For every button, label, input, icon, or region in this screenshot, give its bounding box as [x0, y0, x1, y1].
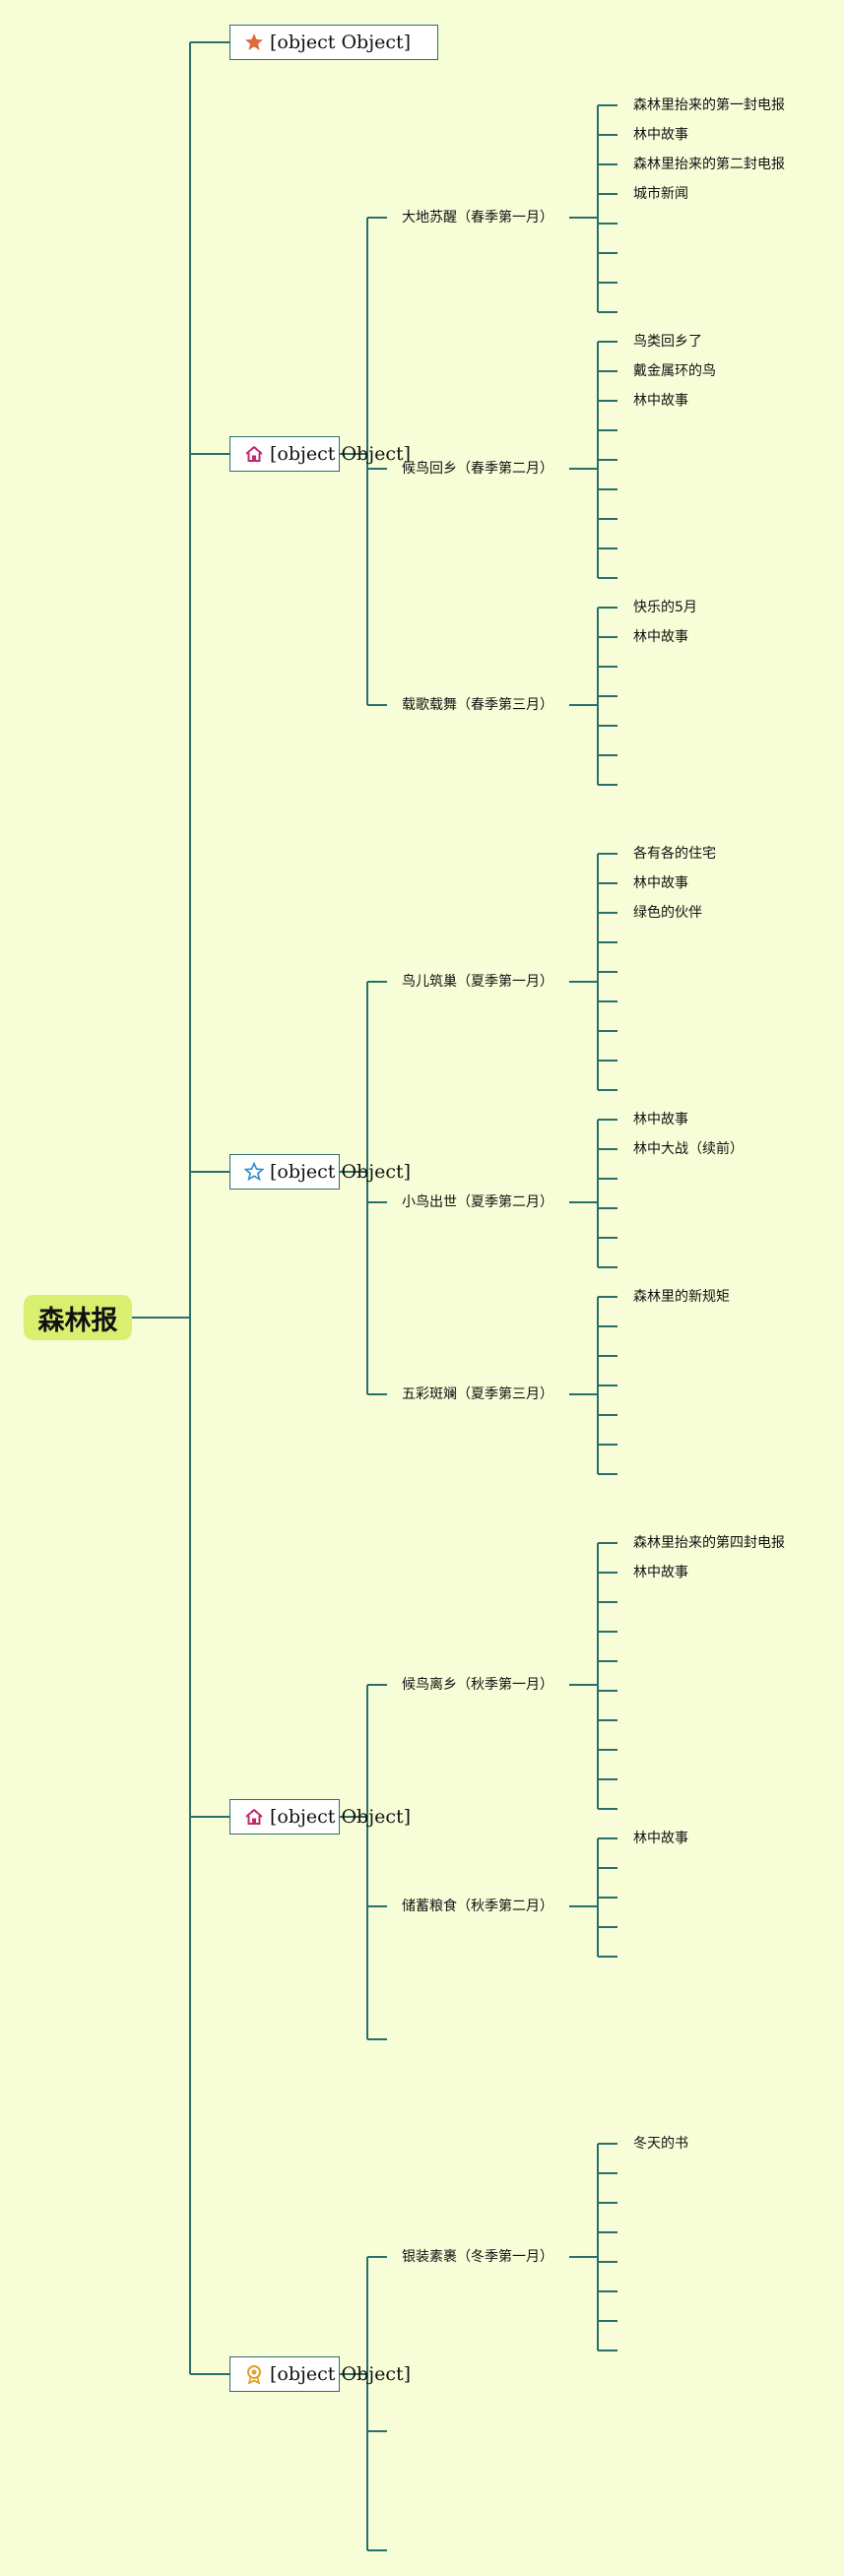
- box-icon-wrap: [244, 1162, 264, 1182]
- season-node-3-label: [object Object]: [270, 1806, 412, 1828]
- star-outline-icon: [244, 1162, 264, 1182]
- leaf-item[interactable]: 森林里抬来的第四封电报: [633, 1535, 785, 1551]
- month-node[interactable]: 鸟儿筑巢（夏季第一月）: [402, 974, 553, 990]
- leaf-item[interactable]: 林中故事: [633, 1565, 688, 1580]
- season-node-1-label: [object Object]: [270, 443, 412, 465]
- box-icon-wrap: [244, 2364, 264, 2384]
- month-node[interactable]: 大地苏醒（春季第一月）: [402, 210, 553, 225]
- leaf-item[interactable]: 林中故事: [633, 1112, 688, 1127]
- month-node[interactable]: 候鸟回乡（春季第二月）: [402, 461, 553, 477]
- box-icon-wrap: [244, 1807, 264, 1827]
- leaf-item[interactable]: 城市新闻: [633, 186, 688, 202]
- season-node-3[interactable]: [object Object]: [229, 1799, 411, 1835]
- medal-icon: [247, 2365, 261, 2384]
- leaf-item[interactable]: 森林里的新规矩: [633, 1289, 730, 1305]
- season-node-1[interactable]: [object Object]: [229, 436, 411, 472]
- house-icon: [245, 1808, 263, 1825]
- leaf-item[interactable]: 林中故事: [633, 127, 688, 143]
- month-node[interactable]: 银装素裹（冬季第一月）: [402, 2249, 553, 2265]
- leaf-item[interactable]: 冬天的书: [633, 2136, 688, 2152]
- foreword-node-label: [object Object]: [270, 32, 412, 53]
- root-label: 森林报: [37, 1305, 118, 1336]
- leaf-item[interactable]: 林中故事: [633, 629, 688, 645]
- month-node[interactable]: 小鸟出世（夏季第二月）: [402, 1194, 553, 1210]
- leaf-item[interactable]: 林中故事: [633, 875, 688, 891]
- month-node[interactable]: 载歌载舞（春季第三月）: [402, 697, 553, 713]
- season-node-2[interactable]: [object Object]: [229, 1154, 411, 1190]
- leaf-item[interactable]: 戴金属环的鸟: [633, 363, 716, 379]
- leaf-item[interactable]: 森林里抬来的第一封电报: [633, 97, 785, 113]
- leaf-item[interactable]: 快乐的5月: [633, 600, 697, 615]
- leaf-item[interactable]: 各有各的住宅: [633, 846, 716, 862]
- month-node[interactable]: 候鸟离乡（秋季第一月）: [402, 1677, 553, 1693]
- box-icon-wrap: [244, 32, 264, 52]
- month-node[interactable]: 五彩斑斓（夏季第三月）: [402, 1386, 553, 1402]
- leaf-item[interactable]: 林中故事: [633, 393, 688, 409]
- season-node-4[interactable]: [object Object]: [229, 2356, 411, 2392]
- leaf-item[interactable]: 林中大战（续前）: [633, 1141, 744, 1157]
- season-node-2-label: [object Object]: [270, 1161, 412, 1183]
- star-icon: [245, 33, 263, 50]
- leaf-item[interactable]: 鸟类回乡了: [633, 334, 702, 350]
- foreword-node[interactable]: [object Object]: [229, 25, 438, 60]
- leaf-item[interactable]: 绿色的伙伴: [633, 905, 702, 921]
- box-icon-wrap: [244, 444, 264, 464]
- root-node[interactable]: 森林报: [24, 1295, 132, 1340]
- season-node-4-label: [object Object]: [270, 2363, 412, 2385]
- month-node[interactable]: 储蓄粮食（秋季第二月）: [402, 1899, 553, 1914]
- leaf-item[interactable]: 林中故事: [633, 1831, 688, 1846]
- house-icon: [245, 445, 263, 462]
- leaf-item[interactable]: 森林里抬来的第二封电报: [633, 157, 785, 172]
